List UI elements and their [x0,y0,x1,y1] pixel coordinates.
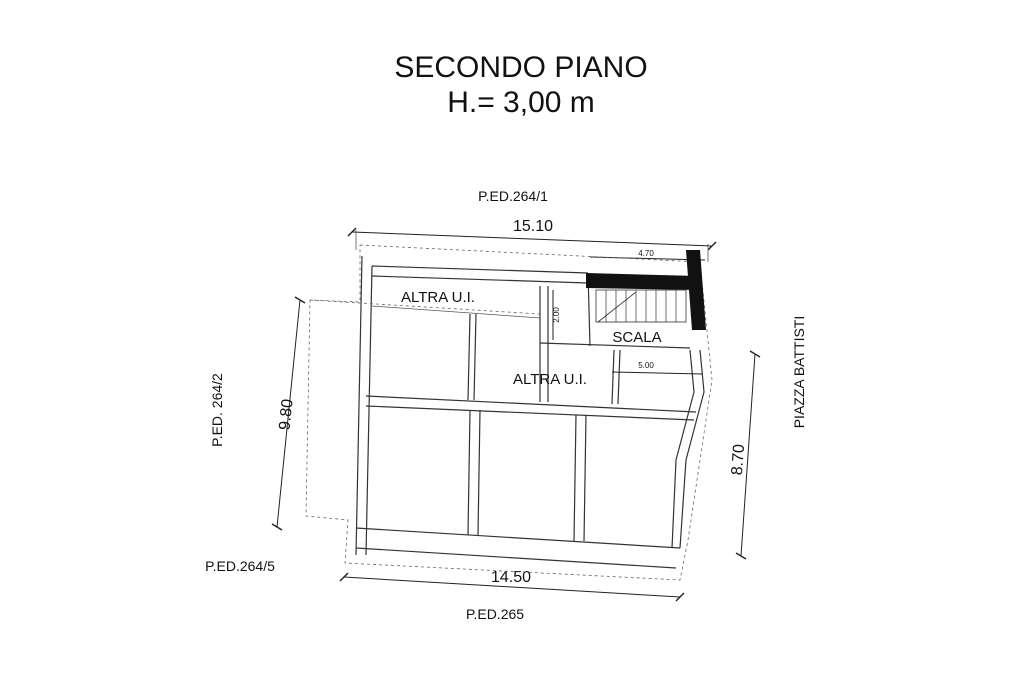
parcel-bottom-left-label: P.ED.264/5 [205,558,275,574]
dimension-right-height: 8.70 [729,443,748,475]
parcel-bottom-label: P.ED.265 [466,606,524,622]
parcel-right-label: PIAZZA BATTISTI [791,316,807,429]
dimension-top-right-line [589,256,706,261]
dimension-stair-height: 2.00 [552,307,561,323]
dimension-top-right-segment: 4.70 [638,249,654,258]
room-other-unit-top: ALTRA U.I. [401,289,475,306]
plan-height: H.= 3,00 m [447,86,595,119]
dimension-stair-lower-segment: 5.00 [638,361,654,370]
plan-title: SECONDO PIANO [394,51,647,84]
dimension-left [271,296,306,531]
building-outline [305,244,713,581]
dimension-top-width: 15.10 [513,218,553,235]
parcel-left-label: P.ED. 264/2 [209,373,225,447]
room-other-unit-middle: ALTRA U.I. [513,371,587,388]
dimension-bottom-width: 14.50 [491,569,531,586]
dimension-bottom [339,572,685,602]
room-stair: SCALA [612,329,661,346]
parcel-top-label: P.ED.264/1 [478,188,548,204]
dimension-stair-lower-line [611,371,703,375]
dimension-right [735,350,761,560]
stair-treads-icon [595,289,687,323]
stair-core-walls [586,250,706,330]
dimension-top [347,227,717,262]
dimension-left-height: 9.80 [276,398,296,431]
